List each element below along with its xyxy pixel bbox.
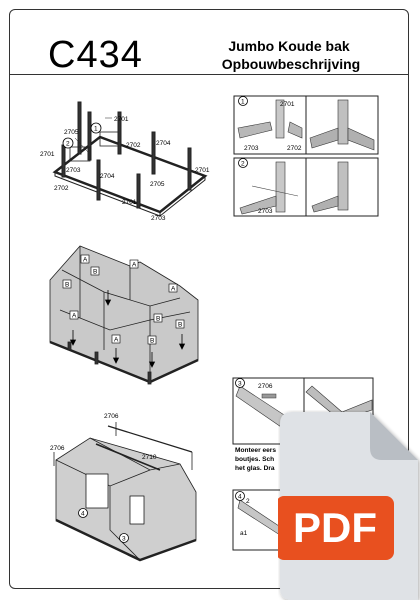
glass-labels: A B A B A A B B A B xyxy=(62,254,185,345)
svg-text:B: B xyxy=(65,282,69,289)
svg-text:2: 2 xyxy=(246,498,250,505)
svg-text:2701: 2701 xyxy=(280,101,295,108)
frame-step-markers: 1 2 xyxy=(62,122,102,149)
svg-text:B: B xyxy=(150,338,154,345)
svg-text:2704: 2704 xyxy=(100,173,115,180)
title-line-1: Jumbo Koude bak xyxy=(228,38,350,54)
note-line-1: Monteer eers xyxy=(235,447,277,454)
glass-diagram xyxy=(49,245,199,385)
pdf-label-background xyxy=(276,496,394,560)
svg-text:B: B xyxy=(178,322,182,329)
svg-text:4: 4 xyxy=(81,511,85,518)
svg-text:2702: 2702 xyxy=(54,185,69,192)
svg-text:2701: 2701 xyxy=(40,151,55,158)
svg-text:1: 1 xyxy=(94,126,98,133)
pdf-label: PDF xyxy=(293,504,377,551)
svg-text:1: 1 xyxy=(241,99,245,106)
svg-text:2703: 2703 xyxy=(244,145,259,152)
svg-text:2702: 2702 xyxy=(126,142,141,149)
note-line-3: het glas. Dra xyxy=(235,465,275,472)
svg-text:A: A xyxy=(171,286,176,293)
svg-text:2703: 2703 xyxy=(258,208,273,215)
pdf-badge[interactable]: PDF xyxy=(276,410,420,600)
svg-text:2701: 2701 xyxy=(114,116,129,123)
svg-text:2703: 2703 xyxy=(151,215,166,222)
frame-labels: 2701 2705 2701 2703 2702 2704 2701 2704 … xyxy=(40,116,210,222)
instruction-note: Monteer eers boutjes. Sch het glas. Dra xyxy=(235,446,355,473)
svg-text:2706: 2706 xyxy=(104,413,119,420)
svg-text:B: B xyxy=(156,316,160,323)
svg-text:A: A xyxy=(114,337,119,344)
glass-arrows xyxy=(69,290,186,368)
svg-text:2705: 2705 xyxy=(64,129,79,136)
svg-text:A: A xyxy=(72,313,77,320)
svg-text:A: A xyxy=(132,262,137,269)
svg-text:2702: 2702 xyxy=(287,145,302,152)
detail-2: 2 2703 xyxy=(233,157,379,217)
svg-text:2704: 2704 xyxy=(156,140,171,147)
note-line-2: boutjes. Sch xyxy=(235,456,275,463)
svg-text:B: B xyxy=(93,269,97,276)
svg-text:2710: 2710 xyxy=(142,454,157,461)
svg-text:2: 2 xyxy=(241,161,245,168)
svg-text:2703: 2703 xyxy=(66,167,81,174)
header-divider xyxy=(9,74,409,75)
svg-text:2706: 2706 xyxy=(258,383,273,390)
svg-text:2: 2 xyxy=(66,141,70,148)
title-line-2: Opbouwbeschrijving xyxy=(221,56,361,72)
svg-text:2701: 2701 xyxy=(122,199,137,206)
roof-diagram xyxy=(53,422,197,562)
svg-text:2701: 2701 xyxy=(195,167,210,174)
svg-text:a1: a1 xyxy=(240,530,248,537)
svg-text:3: 3 xyxy=(122,536,126,543)
svg-text:3: 3 xyxy=(238,381,242,388)
svg-text:4: 4 xyxy=(238,494,242,501)
svg-text:2705: 2705 xyxy=(150,181,165,188)
detail-1: 1 2701 2703 2702 xyxy=(233,95,379,155)
frame-diagram xyxy=(52,101,208,217)
product-code: C434 xyxy=(48,34,143,76)
svg-text:A: A xyxy=(83,257,88,264)
pdf-file-icon: PDF xyxy=(276,412,418,600)
svg-text:2706: 2706 xyxy=(50,445,65,452)
roof-labels: 2706 2706 2710 4 3 xyxy=(50,413,157,543)
